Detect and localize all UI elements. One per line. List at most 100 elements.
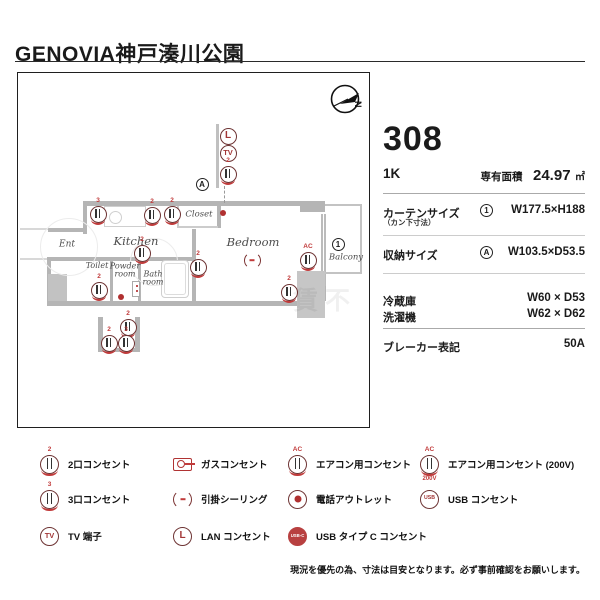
- room-label-balcony: Balcony: [328, 252, 364, 263]
- legend-item: TV TV 端子: [40, 525, 102, 547]
- panel-divider: [383, 273, 585, 274]
- room-label-ent: Ent: [59, 239, 75, 250]
- outlet-icon: 2: [280, 275, 298, 303]
- panel-divider: [383, 193, 585, 194]
- usb-c-outlet-icon: USB-C: [288, 526, 307, 546]
- corridor-line: [20, 258, 47, 260]
- wall-segment: [83, 201, 325, 206]
- curtain-marker: 1: [480, 204, 493, 217]
- water-heater-panel: [132, 281, 140, 297]
- phone-outlet-dot-icon: [220, 210, 226, 216]
- area-label: 専有面積: [480, 171, 523, 183]
- legend-item-label: TV 端子: [68, 532, 102, 543]
- room-label-toilet: Toilet: [85, 260, 109, 270]
- balcony-edge: [325, 272, 362, 274]
- usb-outlet-icon: USB: [420, 489, 439, 509]
- wall-segment: [110, 261, 113, 301]
- legend-item-label: 引掛シーリング: [201, 495, 268, 506]
- lan-outlet-icon: L: [219, 127, 237, 145]
- room-label-closet: Closet: [185, 209, 213, 220]
- layout-type: 1K: [383, 166, 401, 181]
- wall-segment: [135, 317, 140, 352]
- legend-item-label: 電話アウトレット: [316, 495, 393, 506]
- legend-item-label: 2口コンセント: [68, 460, 131, 471]
- gas-outlet-icon: [173, 457, 195, 471]
- wall-segment: [98, 317, 103, 352]
- footnote: 現況を優先の為、寸法は目安となります。必ず事前確認をお願いします。: [290, 565, 585, 575]
- door-swing-arc: [40, 218, 98, 276]
- outlet-icon: 2: [40, 446, 59, 476]
- legend-item-label: USB コンセント: [448, 495, 519, 506]
- plan-marker-1: 1: [331, 237, 345, 251]
- wall-segment: [47, 301, 305, 306]
- ceiling-light-icon: [243, 251, 261, 269]
- spec-label: 冷蔵庫: [383, 296, 416, 308]
- legend-item-label: エアコン用コンセント: [316, 460, 412, 471]
- outlet-icon: 2: [90, 273, 108, 301]
- legend-item: 2 2口コンセント: [40, 446, 131, 476]
- legend-item: L LAN コンセント: [173, 525, 271, 547]
- room-label-bedroom: Bedroom: [226, 234, 280, 249]
- spec-value: 50A: [563, 338, 585, 350]
- bathtub: [161, 260, 189, 298]
- room-label-bath-room: Bath room: [142, 269, 164, 287]
- ac-outlet-icon: AC: [288, 446, 307, 476]
- legend-item: 電話アウトレット: [288, 488, 392, 510]
- balcony-edge: [360, 204, 362, 274]
- spec-value: W103.5×D53.5: [507, 246, 585, 258]
- floor-plan-frame: [17, 72, 370, 428]
- closet-partition: [177, 226, 218, 228]
- spec-value: W62 × D62: [527, 308, 585, 320]
- room-number: 308: [383, 120, 443, 158]
- legend-item-label: ガスコンセント: [201, 460, 268, 471]
- outlet-icon: 2: [219, 157, 237, 185]
- spec-label: ブレーカー表記: [383, 342, 460, 354]
- outlet-icon: 3: [40, 481, 59, 511]
- legend-item: USB-C USB タイプ C コンセント: [288, 525, 427, 547]
- outlet-icon: 2: [100, 326, 118, 354]
- phone-outlet-dot-icon: [118, 294, 124, 300]
- outlet-icon: 3: [89, 197, 107, 225]
- legend-item-label: LAN コンセント: [201, 532, 271, 543]
- wall-segment: [83, 201, 87, 234]
- spec-sublabel: （カン下寸法）: [383, 218, 436, 227]
- tv-terminal-icon: TV: [40, 526, 59, 546]
- outlet-icon: 3: [117, 326, 135, 354]
- icon-column-bar: [216, 124, 219, 188]
- area-value: 24.97: [533, 167, 571, 184]
- svg-text:N: N: [353, 101, 363, 108]
- ceiling-light-icon: [173, 489, 192, 509]
- structure-block: [297, 271, 325, 318]
- window-line: [324, 214, 326, 288]
- panel-divider: [383, 328, 585, 329]
- outlet-icon: 2: [133, 236, 151, 264]
- window-line: [321, 214, 323, 288]
- wall-segment: [217, 202, 221, 228]
- wall-segment: [300, 201, 325, 212]
- outlet-icon: 2: [163, 197, 181, 225]
- legend-item-label: USB タイプ C コンセント: [316, 532, 427, 543]
- kitchen-counter: [104, 206, 146, 227]
- lan-outlet-icon: L: [173, 526, 192, 546]
- spec-label: カーテンサイズ: [383, 208, 460, 220]
- spec-value: W60 × D53: [527, 292, 585, 304]
- balcony-edge: [325, 204, 362, 206]
- legend-item: 引掛シーリング: [173, 488, 268, 510]
- corridor-line: [20, 228, 48, 230]
- legend-item: ガスコンセント: [173, 453, 268, 475]
- room-label-kitchen: Kitchen: [113, 233, 159, 248]
- pipe-shaft-block: [48, 274, 67, 305]
- legend-item: USB USB コンセント: [420, 488, 518, 510]
- legend-item: AC エアコン用コンセント: [288, 446, 412, 476]
- title-divider: [15, 61, 585, 62]
- tv-terminal-icon: TV: [219, 144, 237, 162]
- area-unit: ㎡: [575, 172, 585, 183]
- storage-marker: A: [480, 246, 493, 259]
- legend-item: 3 3口コンセント: [40, 481, 131, 511]
- legend-item-label: 3口コンセント: [68, 495, 131, 506]
- panel-divider: [383, 235, 585, 236]
- legend-item-label: エアコン用コンセント (200V): [448, 460, 575, 471]
- outlet-icon: 2: [189, 250, 207, 278]
